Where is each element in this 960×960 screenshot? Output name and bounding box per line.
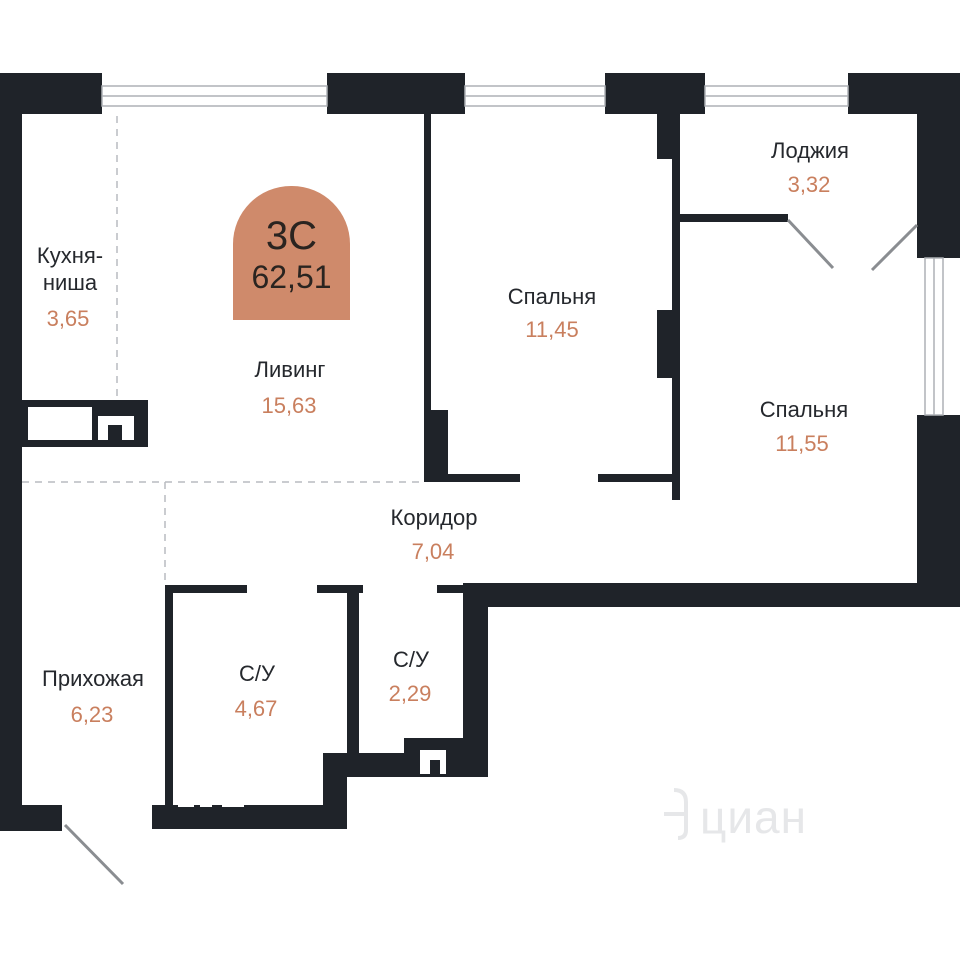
wall-divider-pilaster-mid <box>657 310 680 378</box>
bath1-fixture-a <box>178 795 194 807</box>
hallway-name: Прихожая <box>42 666 144 691</box>
living-area: 15,63 <box>261 393 317 418</box>
wall-bath1-left <box>165 585 173 810</box>
door-entrance <box>63 823 125 886</box>
wall-bath-right <box>463 583 488 776</box>
wall-top-mid-block <box>327 73 465 114</box>
stove-burner <box>108 425 122 440</box>
bath1-fixture-c <box>222 795 244 807</box>
living-name: Ливинг <box>254 357 326 382</box>
wall-loggia-bottom <box>680 214 788 222</box>
bath1-area: 4,67 <box>234 696 278 721</box>
wall-left <box>0 73 22 831</box>
kitchen-name-line1: Кухня- <box>36 243 104 268</box>
wall-divider-pilaster-top <box>657 114 680 159</box>
window-loggia <box>704 85 849 107</box>
wall-top-right-block <box>605 73 705 114</box>
watermark-text: циан <box>700 791 808 843</box>
window-bedroom1 <box>464 85 606 107</box>
wall-bedroom-divider <box>672 114 680 500</box>
wall-living-bedroom1 <box>424 114 431 414</box>
watermark-logo-icon <box>664 788 688 840</box>
bath1-fixture-b <box>200 795 212 807</box>
kitchen-sink <box>28 407 92 440</box>
bedroom2-area: 11,55 <box>775 431 829 456</box>
apartment-type-badge: 3С 62,51 <box>233 186 350 320</box>
total-area: 62,51 <box>251 259 332 295</box>
bedroom1-area: 11,45 <box>525 317 579 342</box>
kitchen-name-line2: ниша <box>42 270 98 295</box>
wall-bath-divider <box>347 585 359 765</box>
wall-bath1-top-left <box>165 585 247 593</box>
bath1-name: С/У <box>239 661 275 686</box>
wall-right-lower <box>917 415 960 607</box>
loggia-name: Лоджия <box>771 138 849 163</box>
bath2-area: 2,29 <box>388 681 432 706</box>
window-living <box>101 85 328 107</box>
hallway-area: 6,23 <box>70 702 114 727</box>
corridor-name: Коридор <box>390 505 478 530</box>
wall-corridor-bottom <box>463 583 960 607</box>
door-loggia-left <box>786 218 835 270</box>
apartment-type: 3С <box>265 214 318 258</box>
wall-right-upper <box>917 73 960 258</box>
bedroom1-name: Спальня <box>507 284 597 309</box>
wall-bedroom1-bottom-right <box>598 474 680 482</box>
bedroom2-name: Спальня <box>759 397 849 422</box>
wall-living-bedroom1-thick <box>424 410 448 482</box>
window-bedroom2 <box>924 257 944 416</box>
door-loggia-right <box>870 223 919 272</box>
wall-bath1-top-right <box>317 585 363 593</box>
bath2-name: С/У <box>393 647 429 672</box>
bath2-fixture-inner <box>430 760 440 774</box>
wall-bath2-top <box>437 585 467 593</box>
loggia-area: 3,32 <box>787 172 831 197</box>
kitchen-area: 3,65 <box>46 306 90 331</box>
wall-bottom-left <box>152 805 347 829</box>
wall-entry-stub <box>0 805 62 831</box>
wall-bedroom1-bottom-left <box>424 474 520 482</box>
corridor-area: 7,04 <box>411 539 455 564</box>
